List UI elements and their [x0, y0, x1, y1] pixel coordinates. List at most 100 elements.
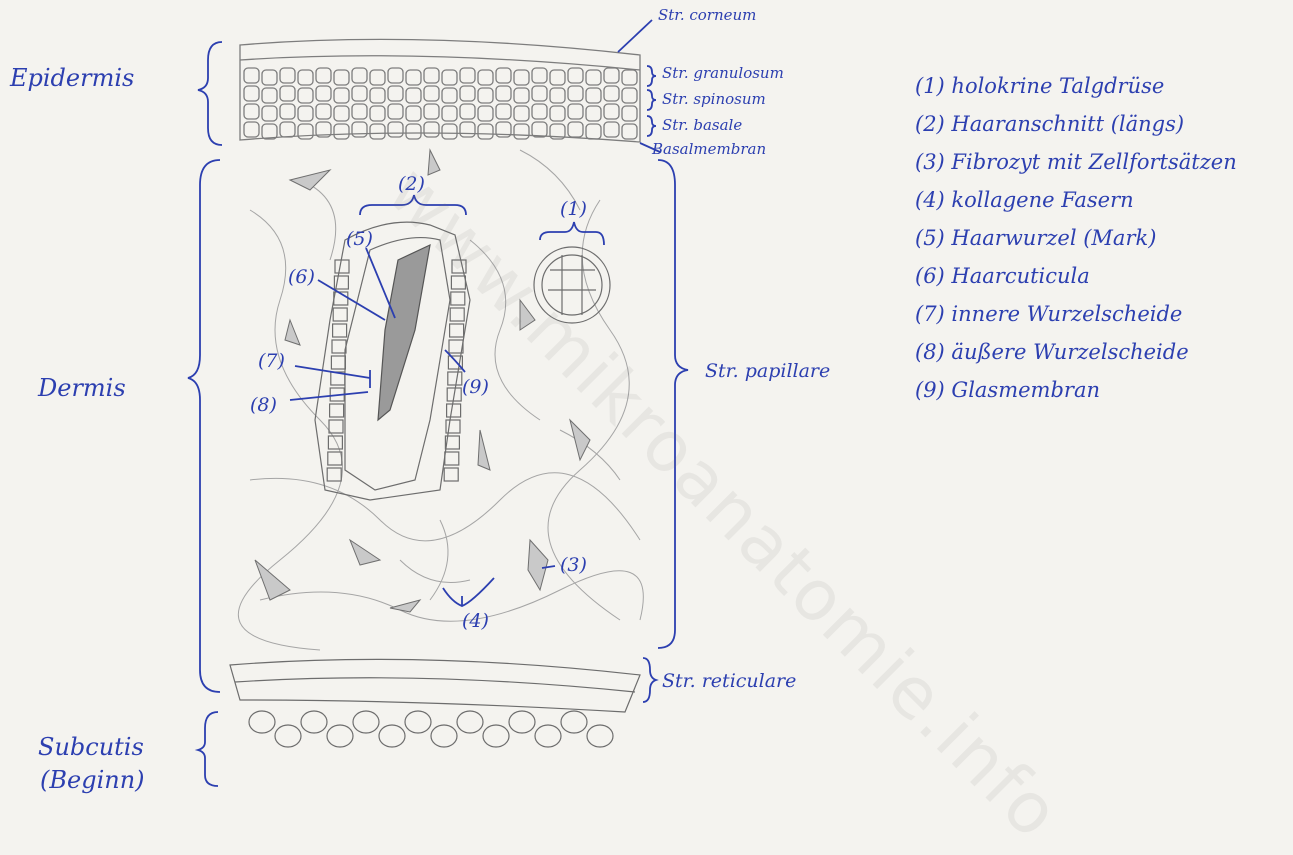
epidermis-cell — [496, 86, 511, 101]
epidermis-cell — [334, 88, 349, 103]
epidermis-cell — [460, 104, 475, 119]
follicle-cell — [329, 420, 343, 433]
epidermis-cell — [406, 124, 421, 139]
follicle-cell — [448, 372, 462, 385]
label-str-granulosum: Str. granulosum — [662, 66, 784, 81]
epidermis-cell — [262, 70, 277, 85]
label-dermis: Dermis — [38, 376, 126, 400]
number-2: (2) — [398, 175, 425, 194]
epidermis-cell — [244, 86, 259, 101]
label-epidermis: Epidermis — [10, 66, 134, 90]
follicle-cell — [332, 340, 346, 353]
epidermis-cell — [352, 122, 367, 137]
epidermis-cell — [568, 104, 583, 119]
epidermis-cell — [388, 122, 403, 137]
epidermis-cell — [550, 88, 565, 103]
epidermis-cell — [406, 106, 421, 121]
follicle-cell — [330, 404, 344, 417]
epidermis-cell — [496, 104, 511, 119]
epidermis-cell — [622, 88, 637, 103]
epidermis-cell — [316, 68, 331, 83]
epidermis-cell — [334, 106, 349, 121]
epidermis-cell — [262, 124, 277, 139]
epidermis-cell — [550, 70, 565, 85]
epidermis-cell — [442, 70, 457, 85]
label-str-papillare: Str. papillare — [705, 362, 830, 381]
epidermis-cell — [370, 88, 385, 103]
epidermis-cell — [280, 104, 295, 119]
epidermis-cell — [460, 68, 475, 83]
label-str-reticulare: Str. reticulare — [662, 672, 796, 691]
epidermis-cell — [244, 68, 259, 83]
label-str-basale: Str. basale — [662, 118, 742, 133]
follicle-cell — [335, 260, 349, 273]
epidermis-cell — [532, 86, 547, 101]
epidermis-cell — [622, 70, 637, 85]
epidermis-cell — [298, 88, 313, 103]
epidermis-cell — [514, 124, 529, 139]
epidermis-cell — [244, 122, 259, 137]
follicle-cell — [445, 452, 459, 465]
fat-cell — [327, 725, 353, 747]
epidermis-cell — [388, 86, 403, 101]
epidermis-cell — [280, 122, 295, 137]
number-6: (6) — [288, 268, 315, 287]
legend-item-5: (5) Haarwurzel (Mark) — [915, 226, 1156, 250]
epidermis-cell — [424, 86, 439, 101]
epidermis-cell — [298, 70, 313, 85]
epidermis-cell — [388, 68, 403, 83]
legend-item-4: (4) kollagene Fasern — [915, 188, 1134, 212]
epidermis-cell — [352, 86, 367, 101]
epidermis-cell — [442, 88, 457, 103]
fat-cell — [405, 711, 431, 733]
epidermis-cell — [568, 122, 583, 137]
epidermis-cell — [298, 124, 313, 139]
legend-item-6: (6) Haarcuticula — [915, 264, 1090, 288]
epidermis-cell — [586, 70, 601, 85]
follicle-cell — [328, 436, 342, 449]
epidermis-cell — [478, 106, 493, 121]
epidermis-cell — [514, 88, 529, 103]
epidermis-cell — [478, 124, 493, 139]
number-7: (7) — [258, 352, 285, 371]
epidermis-cell — [280, 86, 295, 101]
epidermis-cell — [586, 106, 601, 121]
epidermis-cell — [370, 70, 385, 85]
fat-cell — [457, 711, 483, 733]
fat-cell — [561, 711, 587, 733]
legend-item-9: (9) Glasmembran — [915, 378, 1100, 402]
number-1: (1) — [560, 200, 587, 219]
number-9: (9) — [462, 378, 489, 397]
epidermis-cell — [532, 68, 547, 83]
fat-cell — [431, 725, 457, 747]
fat-cell — [353, 711, 379, 733]
legend-item-2: (2) Haaranschnitt (längs) — [915, 112, 1184, 136]
epidermis-cell — [262, 88, 277, 103]
epidermis-cell — [604, 104, 619, 119]
label-str-corneum: Str. corneum — [658, 8, 756, 23]
epidermis-cell — [370, 106, 385, 121]
epidermis-cell — [262, 106, 277, 121]
epidermis-cell — [424, 122, 439, 137]
epidermis-cell — [496, 68, 511, 83]
epidermis-cell — [370, 124, 385, 139]
follicle-cell — [333, 324, 347, 337]
fat-cell — [301, 711, 327, 733]
epidermis-cell — [478, 70, 493, 85]
number-5: (5) — [346, 230, 373, 249]
epidermis-cell — [568, 68, 583, 83]
label-str-spinosum: Str. spinosum — [662, 92, 766, 107]
legend-item-3: (3) Fibrozyt mit Zellfortsätzen — [915, 150, 1237, 174]
epidermis-cell — [568, 86, 583, 101]
number-3: (3) — [560, 556, 587, 575]
reticular-subcutis — [230, 659, 640, 747]
epidermis-cell — [280, 68, 295, 83]
fat-cell — [587, 725, 613, 747]
epidermis-cell — [388, 104, 403, 119]
epidermis-cell — [514, 70, 529, 85]
epidermis-cell — [604, 68, 619, 83]
follicle-cell — [447, 404, 461, 417]
follicle-cell — [333, 308, 347, 321]
fat-cell — [483, 725, 509, 747]
epidermis-cell — [622, 124, 637, 139]
